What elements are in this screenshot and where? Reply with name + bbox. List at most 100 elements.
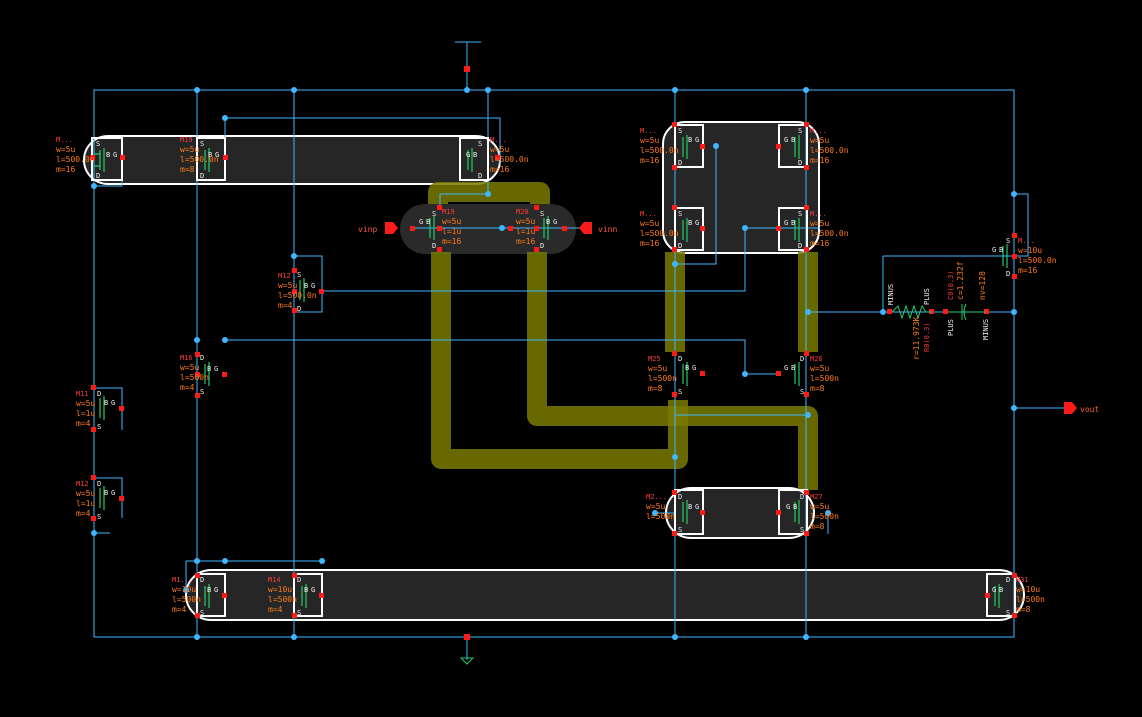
device-param-m16-1: l=500n [180, 373, 209, 382]
bus-path-2 [527, 252, 818, 490]
bus-path-1 [431, 252, 688, 469]
svg-text:S: S [297, 271, 301, 279]
device-param-m-r-1: l=500.0n [1018, 256, 1057, 265]
device-name-m19b: M19 [442, 208, 455, 216]
device-param-m-bl1-1: l=500n [172, 595, 201, 604]
svg-text:S: S [1006, 237, 1010, 245]
svg-text:G: G [992, 246, 996, 254]
device-param-m12b-1: l=1u [76, 499, 95, 508]
vout-port-icon[interactable] [1064, 402, 1077, 414]
cap-plus-label: PLUS [947, 319, 955, 336]
svg-text:G: G [214, 586, 218, 594]
pin-markers [90, 122, 1017, 618]
device-param-m-bl1-0: w=10u [172, 585, 196, 594]
vinp-port-icon[interactable] [385, 222, 398, 234]
svg-text:B: B [791, 136, 795, 144]
svg-text:B: B [104, 399, 108, 407]
resistor-icon[interactable] [891, 304, 932, 320]
cap-minus-label: MINUS [982, 319, 990, 340]
device-name-m-tr2: M... [810, 127, 827, 135]
svg-text:G: G [113, 151, 117, 159]
svg-text:D: D [297, 576, 301, 584]
svg-text:D: D [678, 159, 682, 167]
junctions [91, 87, 1017, 640]
device-param-m-tr4-0: w=5u [810, 219, 829, 228]
device-param-m-tr4-2: m=16 [810, 239, 829, 248]
res-plus-label: PLUS [923, 288, 931, 305]
device-name-m-tr4: M... [810, 210, 827, 218]
svg-text:D: D [200, 354, 204, 362]
device-name-m-bl1: M1... [172, 576, 193, 584]
capacitor-icon[interactable] [948, 303, 986, 321]
device-name-m31: M31 [1016, 576, 1029, 584]
device-m-top-mid[interactable] [459, 137, 489, 181]
svg-text:G: G [111, 399, 115, 407]
highlight-diff-pair[interactable] [400, 204, 576, 254]
device-param-m19b-2: m=16 [442, 237, 461, 246]
device-param-m-tr3-0: w=5u [640, 219, 659, 228]
device-name-m19: M19 [180, 136, 193, 144]
passive-labels: MINUS PLUS r=11.973K R0(0.3) PLUS MINUS … [887, 261, 990, 360]
svg-text:B: B [999, 246, 1003, 254]
highlight-mid-right[interactable] [665, 487, 815, 539]
vdd-pin[interactable] [464, 66, 470, 72]
highlight-bottom[interactable] [185, 569, 1025, 621]
device-param-m11-2: m=4 [76, 419, 91, 428]
svg-text:B: B [426, 218, 430, 226]
cap-value-label: c=1.232f [956, 261, 965, 300]
svg-text:D: D [478, 172, 482, 180]
device-param-m25-0: w=5u [648, 364, 667, 373]
svg-text:D: D [800, 493, 804, 501]
device-param-m25-2: m=8 [648, 384, 663, 393]
device-param-m-tr4-1: l=500.0n [810, 229, 849, 238]
svg-text:G: G [695, 136, 699, 144]
svg-text:B: B [791, 219, 795, 227]
svg-text:D: D [798, 159, 802, 167]
svg-text:G: G [466, 151, 470, 159]
vinp-label: vinp [358, 225, 377, 234]
res-value-label: r=11.973K [912, 316, 921, 360]
svg-text:S: S [678, 388, 682, 396]
svg-text:B: B [688, 503, 692, 511]
svg-text:G: G [784, 136, 788, 144]
svg-text:B: B [473, 151, 477, 159]
device-param-m-r-0: w=10u [1018, 246, 1042, 255]
svg-text:S: S [1006, 609, 1010, 617]
device-param-m11-0: w=5u [76, 399, 95, 408]
transistor-symbols [94, 135, 1008, 608]
device-name-m12: M12 [278, 272, 291, 280]
svg-text:D: D [1006, 270, 1010, 278]
svg-text:D: D [798, 242, 802, 250]
svg-text:G: G [692, 364, 696, 372]
svg-text:S: S [798, 127, 802, 135]
vinn-port-icon[interactable] [579, 222, 592, 234]
svg-text:B: B [791, 364, 795, 372]
device-param-m-tr1-1: l=500.0n [640, 146, 679, 155]
device-param-m19-0: w=5u [180, 145, 199, 154]
device-param-m-br1-0: w=5u [646, 502, 665, 511]
svg-text:D: D [678, 493, 682, 501]
svg-text:D: D [200, 172, 204, 180]
device-param-m-tr3-1: l=500.0n [640, 229, 679, 238]
svg-text:G: G [786, 503, 790, 511]
device-param-m20-1: l=1u [516, 227, 535, 236]
svg-text:G: G [215, 151, 219, 159]
device-param-m-tr3-2: m=16 [640, 239, 659, 248]
device-param-m20-0: w=5u [516, 217, 535, 226]
device-name-m-tr1: M... [640, 127, 657, 135]
wires [93, 41, 1070, 660]
selection-highlights [83, 121, 1025, 621]
svg-text:B: B [688, 136, 692, 144]
svg-text:D: D [297, 305, 301, 313]
device-param-m-top-left-0: w=5u [56, 145, 75, 154]
svg-text:S: S [200, 140, 204, 148]
svg-text:S: S [678, 210, 682, 218]
device-name-m20: M20 [516, 208, 529, 216]
device-param-m-top-left-1: l=500.0n [56, 155, 95, 164]
device-param-m-top-mid-0: w=5u [490, 145, 509, 154]
highlight-top-left[interactable] [83, 135, 501, 185]
gnd-pin[interactable] [464, 634, 470, 640]
device-param-m27-2: m=8 [810, 522, 825, 531]
device-param-m12-0: w=5u [278, 281, 297, 290]
